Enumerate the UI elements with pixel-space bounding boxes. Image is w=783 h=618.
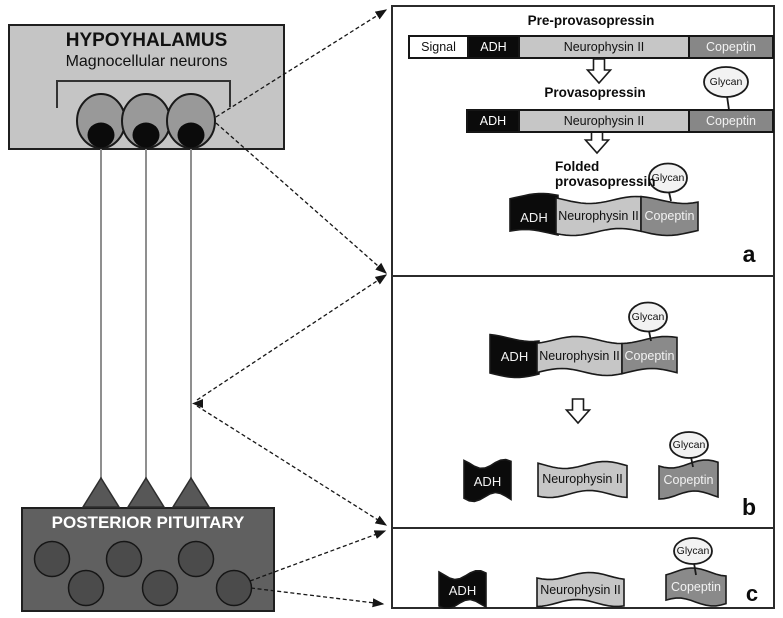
folded-title-line1: Folded	[555, 159, 600, 174]
neurophysin-segment: Neurophysin II	[518, 111, 688, 131]
adh-ribbon-label: ADH	[448, 582, 477, 598]
posterior-pituitary-title: POSTERIOR PITUITARY	[51, 513, 245, 532]
glycan-label: Glycan	[676, 545, 710, 557]
adh-ribbon-label: ADH	[520, 209, 548, 225]
copeptin-ribbon-label: Copeptin	[663, 473, 714, 487]
pre-provasopressin-bar: Signal ADH Neurophysin II Copeptin	[408, 35, 774, 59]
glycan-label: Glycan	[631, 311, 665, 323]
folded-title-line2: provasopressin	[555, 174, 656, 189]
provasopressin-title: Provasopressin	[544, 85, 646, 100]
adh-segment: ADH	[467, 37, 518, 57]
copeptin-segment: Copeptin	[688, 111, 772, 131]
panel-label-a: a	[742, 241, 756, 267]
folded-provasopressin-title: Folded provasopressin	[555, 159, 656, 189]
signal-segment: Signal	[410, 37, 467, 57]
glycan-label: Glycan	[709, 76, 743, 88]
provasopressin-bar: ADH Neurophysin II Copeptin	[466, 109, 774, 133]
neurophysin-ribbon-label: Neurophysin II	[540, 583, 621, 597]
pre-provasopressin-title: Pre-provasopressin	[527, 13, 655, 28]
adh-ribbon-label: ADH	[473, 473, 502, 489]
adh-ribbon-label: ADH	[500, 348, 529, 364]
glycan-label: Glycan	[672, 439, 706, 451]
hypothalamus-subtitle: Magnocellular neurons	[65, 53, 228, 70]
neurophysin-segment: Neurophysin II	[518, 37, 688, 57]
neurophysin-ribbon-label: Neurophysin II	[539, 349, 620, 363]
panel-label-c: c	[745, 581, 759, 606]
hypothalamus-title: HYPOYHALAMUS	[65, 30, 228, 51]
neurophysin-ribbon-label: Neurophysin II	[542, 472, 623, 486]
panel-label-b: b	[741, 494, 757, 520]
copeptin-ribbon-label: Copeptin	[624, 349, 675, 363]
copeptin-segment: Copeptin	[688, 37, 772, 57]
glycan-label: Glycan	[651, 172, 685, 184]
adh-segment: ADH	[468, 111, 518, 131]
copeptin-ribbon-label: Copeptin	[670, 580, 722, 594]
copeptin-ribbon-label: Copeptin	[644, 209, 695, 223]
neurophysin-ribbon-label: Neurophysin II	[558, 209, 639, 223]
